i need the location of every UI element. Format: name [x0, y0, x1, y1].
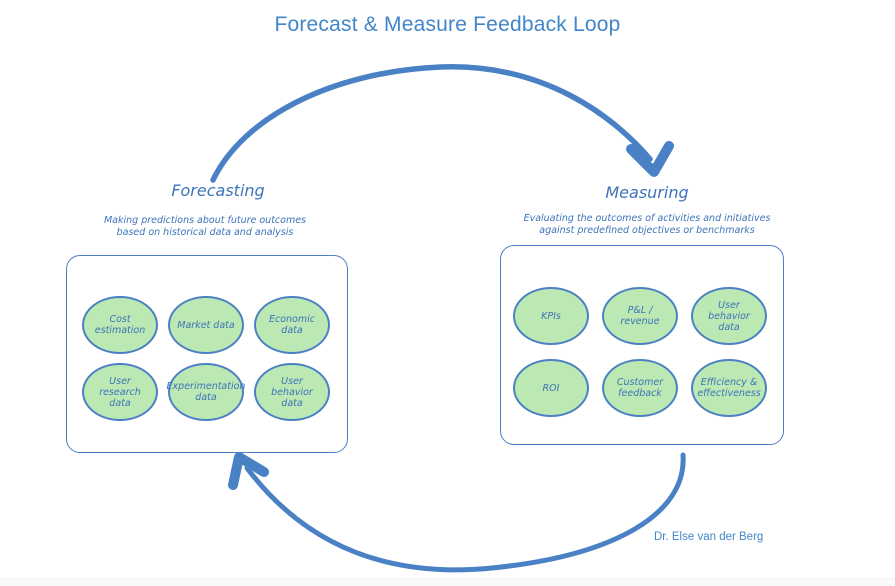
forecasting-item-ellipse: Cost estimation	[82, 296, 158, 354]
measuring-item-ellipse: P&L / revenue	[602, 287, 678, 345]
forecasting-item-ellipse: Experimentation data	[167, 363, 245, 421]
bottom-band	[0, 578, 895, 586]
forecasting-section-description: Making predictions about future outcomes…	[103, 215, 307, 238]
measuring-item-ellipse: Customer feedback	[602, 359, 678, 417]
measuring-item-ellipse: KPIs	[513, 287, 589, 345]
measuring-section-label: Measuring	[605, 183, 689, 202]
forecasting-item-ellipse: Market data	[168, 296, 244, 354]
forecasting-item-ellipse: User research data	[82, 363, 158, 421]
arrow-measuring-to-forecasting-icon	[228, 452, 686, 573]
forecasting-box: Cost estimation Market data Economic dat…	[66, 255, 348, 453]
measuring-item-ellipse: User behavior data	[691, 287, 767, 345]
measuring-section-description: Evaluating the outcomes of activities an…	[523, 213, 771, 236]
forecasting-item-ellipse: User behavior data	[254, 363, 330, 421]
measuring-box: KPIs P&L / revenue User behavior data RO…	[500, 245, 784, 445]
diagram-title: Forecast & Measure Feedback Loop	[274, 13, 621, 36]
author-credit: Dr. Else van der Berg	[654, 531, 764, 543]
measuring-item-ellipse: ROI	[513, 359, 589, 417]
forecasting-section-label: Forecasting	[171, 181, 265, 200]
forecasting-item-ellipse: Economic data	[254, 296, 330, 354]
arrow-forecasting-to-measuring-icon	[210, 64, 674, 183]
measuring-item-ellipse: Efficiency & effectiveness	[691, 359, 767, 417]
